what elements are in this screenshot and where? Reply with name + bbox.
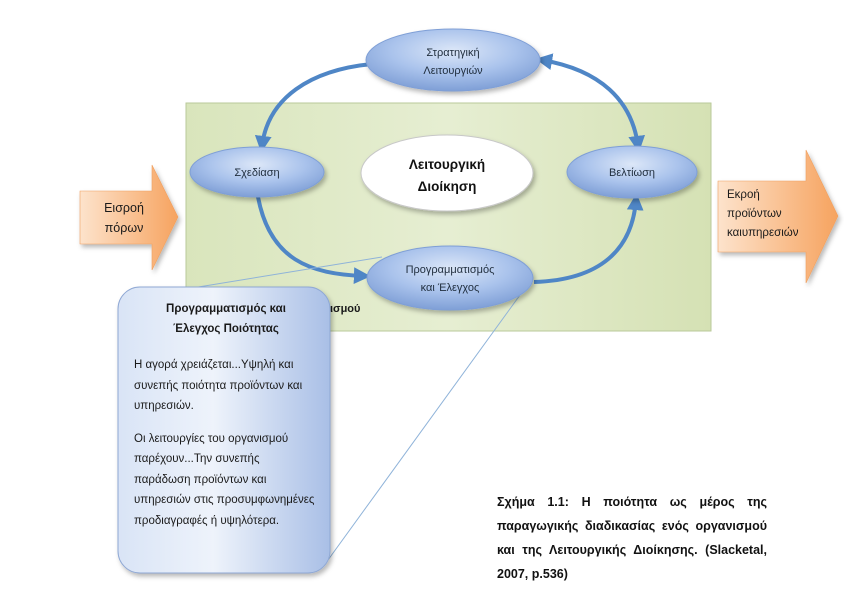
node-center	[360, 134, 534, 212]
node-strategy-line1: Στρατηγική	[426, 47, 479, 59]
organisation-label: ισμού	[330, 303, 360, 315]
node-improvement-label: Βελτίωση	[609, 167, 655, 179]
figure-caption: Σχήμα 1.1: Η ποιότητα ως μέρος της παραγ…	[497, 495, 767, 581]
node-design-label: Σχεδίαση	[234, 167, 279, 179]
node-center-line2: Διοίκηση	[418, 179, 477, 194]
input-arrow	[79, 164, 179, 271]
output-label-line3: καιυπηρεσιών	[727, 227, 799, 239]
output-label-line1: Εκροή	[727, 189, 760, 201]
arrow-strategy-to-design	[254, 62, 373, 153]
output-label-line2: προϊόντων	[727, 208, 782, 220]
callout-panel	[117, 286, 331, 574]
quality-callout: Προγραμματισμός και Έλεγχος Ποιότητας Η …	[118, 287, 330, 573]
callout-leader-bottom	[327, 294, 521, 561]
node-strategy	[365, 28, 541, 92]
node-center-line1: Λειτουργική	[409, 157, 485, 172]
node-planning-line2: και Έλεγχος	[421, 282, 480, 294]
input-label-line2: πόρων	[105, 221, 144, 235]
node-design	[189, 146, 325, 198]
output-arrow	[717, 149, 839, 284]
arrow-design-to-planning	[256, 196, 371, 285]
node-strategy-line2: Λειτουργιών	[423, 65, 483, 77]
callout-title-line2: Έλεγχος Ποιότητας	[173, 323, 279, 335]
node-planning-line1: Προγραμματισμός	[406, 264, 495, 276]
callout-paragraph-market: Η αγορά χρειάζεται...Υψηλή και συνεπής π…	[134, 359, 303, 412]
arrow-strategy-improvement	[535, 53, 646, 153]
callout-leader-top	[179, 256, 383, 291]
input-label-line1: Εισροή	[104, 201, 144, 215]
callout-paragraph-operations: Οι λειτουργίες του οργανισμού παρέχουν..…	[134, 432, 315, 527]
callout-title: Προγραμματισμός και Έλεγχος Ποιότητας	[134, 299, 318, 339]
arrow-planning-to-improvement	[533, 193, 644, 284]
node-planning	[366, 245, 534, 311]
callout-title-line1: Προγραμματισμός και	[166, 303, 286, 315]
node-improvement	[566, 145, 698, 199]
